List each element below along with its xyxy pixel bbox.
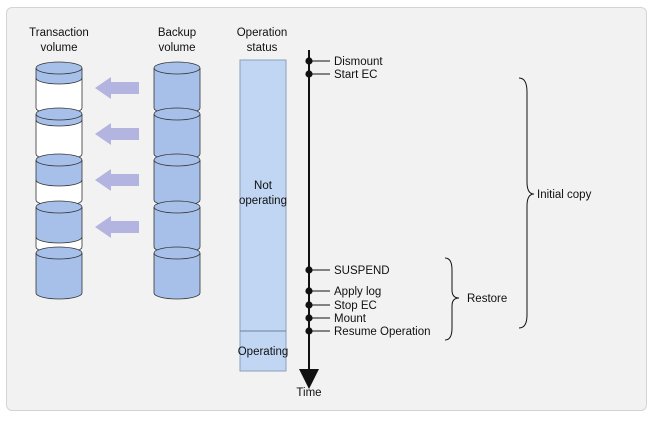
operation-status-bar — [239, 59, 287, 372]
operation-status-header-line1: Operation — [237, 27, 288, 39]
transaction-volume-header-line1: Transaction — [29, 27, 89, 39]
not-operating-label-line2: operating — [239, 195, 287, 207]
copy-arrow-4 — [95, 216, 139, 238]
backup-volume-header-line2: volume — [158, 42, 195, 54]
timeline-event-3: SUSPEND — [305, 265, 390, 277]
transaction-volume-2 — [35, 107, 83, 161]
timeline-event-6: Mount — [305, 313, 367, 325]
transaction-volume-4 — [35, 200, 83, 254]
event-label: SUSPEND — [334, 265, 390, 277]
restore-bracket — [444, 257, 460, 341]
copy-arrow-3 — [95, 169, 139, 191]
restore-label: Restore — [467, 293, 507, 305]
backup-volume-header-line1: Backup — [158, 27, 196, 39]
timeline-event-1: Dismount — [305, 56, 383, 68]
event-label: Resume Operation — [334, 326, 431, 338]
event-label: Dismount — [334, 56, 383, 68]
timeline-event-5: Stop EC — [305, 300, 377, 312]
backup-volume-5 — [153, 246, 201, 300]
operating-label: Operating — [238, 346, 289, 358]
event-label: Stop EC — [334, 300, 377, 312]
transaction-volume-5 — [35, 246, 83, 300]
initial-copy-label: Initial copy — [537, 189, 592, 201]
event-label: Apply log — [334, 286, 381, 298]
transaction-volume-1 — [35, 61, 83, 115]
event-label: Start EC — [334, 69, 377, 81]
timeline-event-7: Resume Operation — [305, 326, 431, 338]
not-operating-label-line1: Not — [254, 180, 273, 192]
backup-volume-4 — [153, 200, 201, 254]
backup-volume-2 — [153, 107, 201, 161]
copy-arrow-2 — [95, 123, 139, 145]
transaction-volume-header-line2: volume — [40, 42, 77, 54]
timeline-event-2: Start EC — [305, 69, 377, 81]
backup-volume-3 — [153, 153, 201, 207]
timeline-event-4: Apply log — [305, 286, 381, 298]
time-label: Time — [296, 387, 321, 399]
initial-copy-bracket — [518, 77, 535, 329]
backup-volume-1 — [153, 61, 201, 115]
operation-status-header-line2: status — [247, 42, 278, 54]
transaction-volume-3 — [35, 153, 83, 207]
event-label: Mount — [334, 313, 367, 325]
volume-rows — [35, 61, 201, 300]
copy-arrow-1 — [95, 77, 139, 99]
